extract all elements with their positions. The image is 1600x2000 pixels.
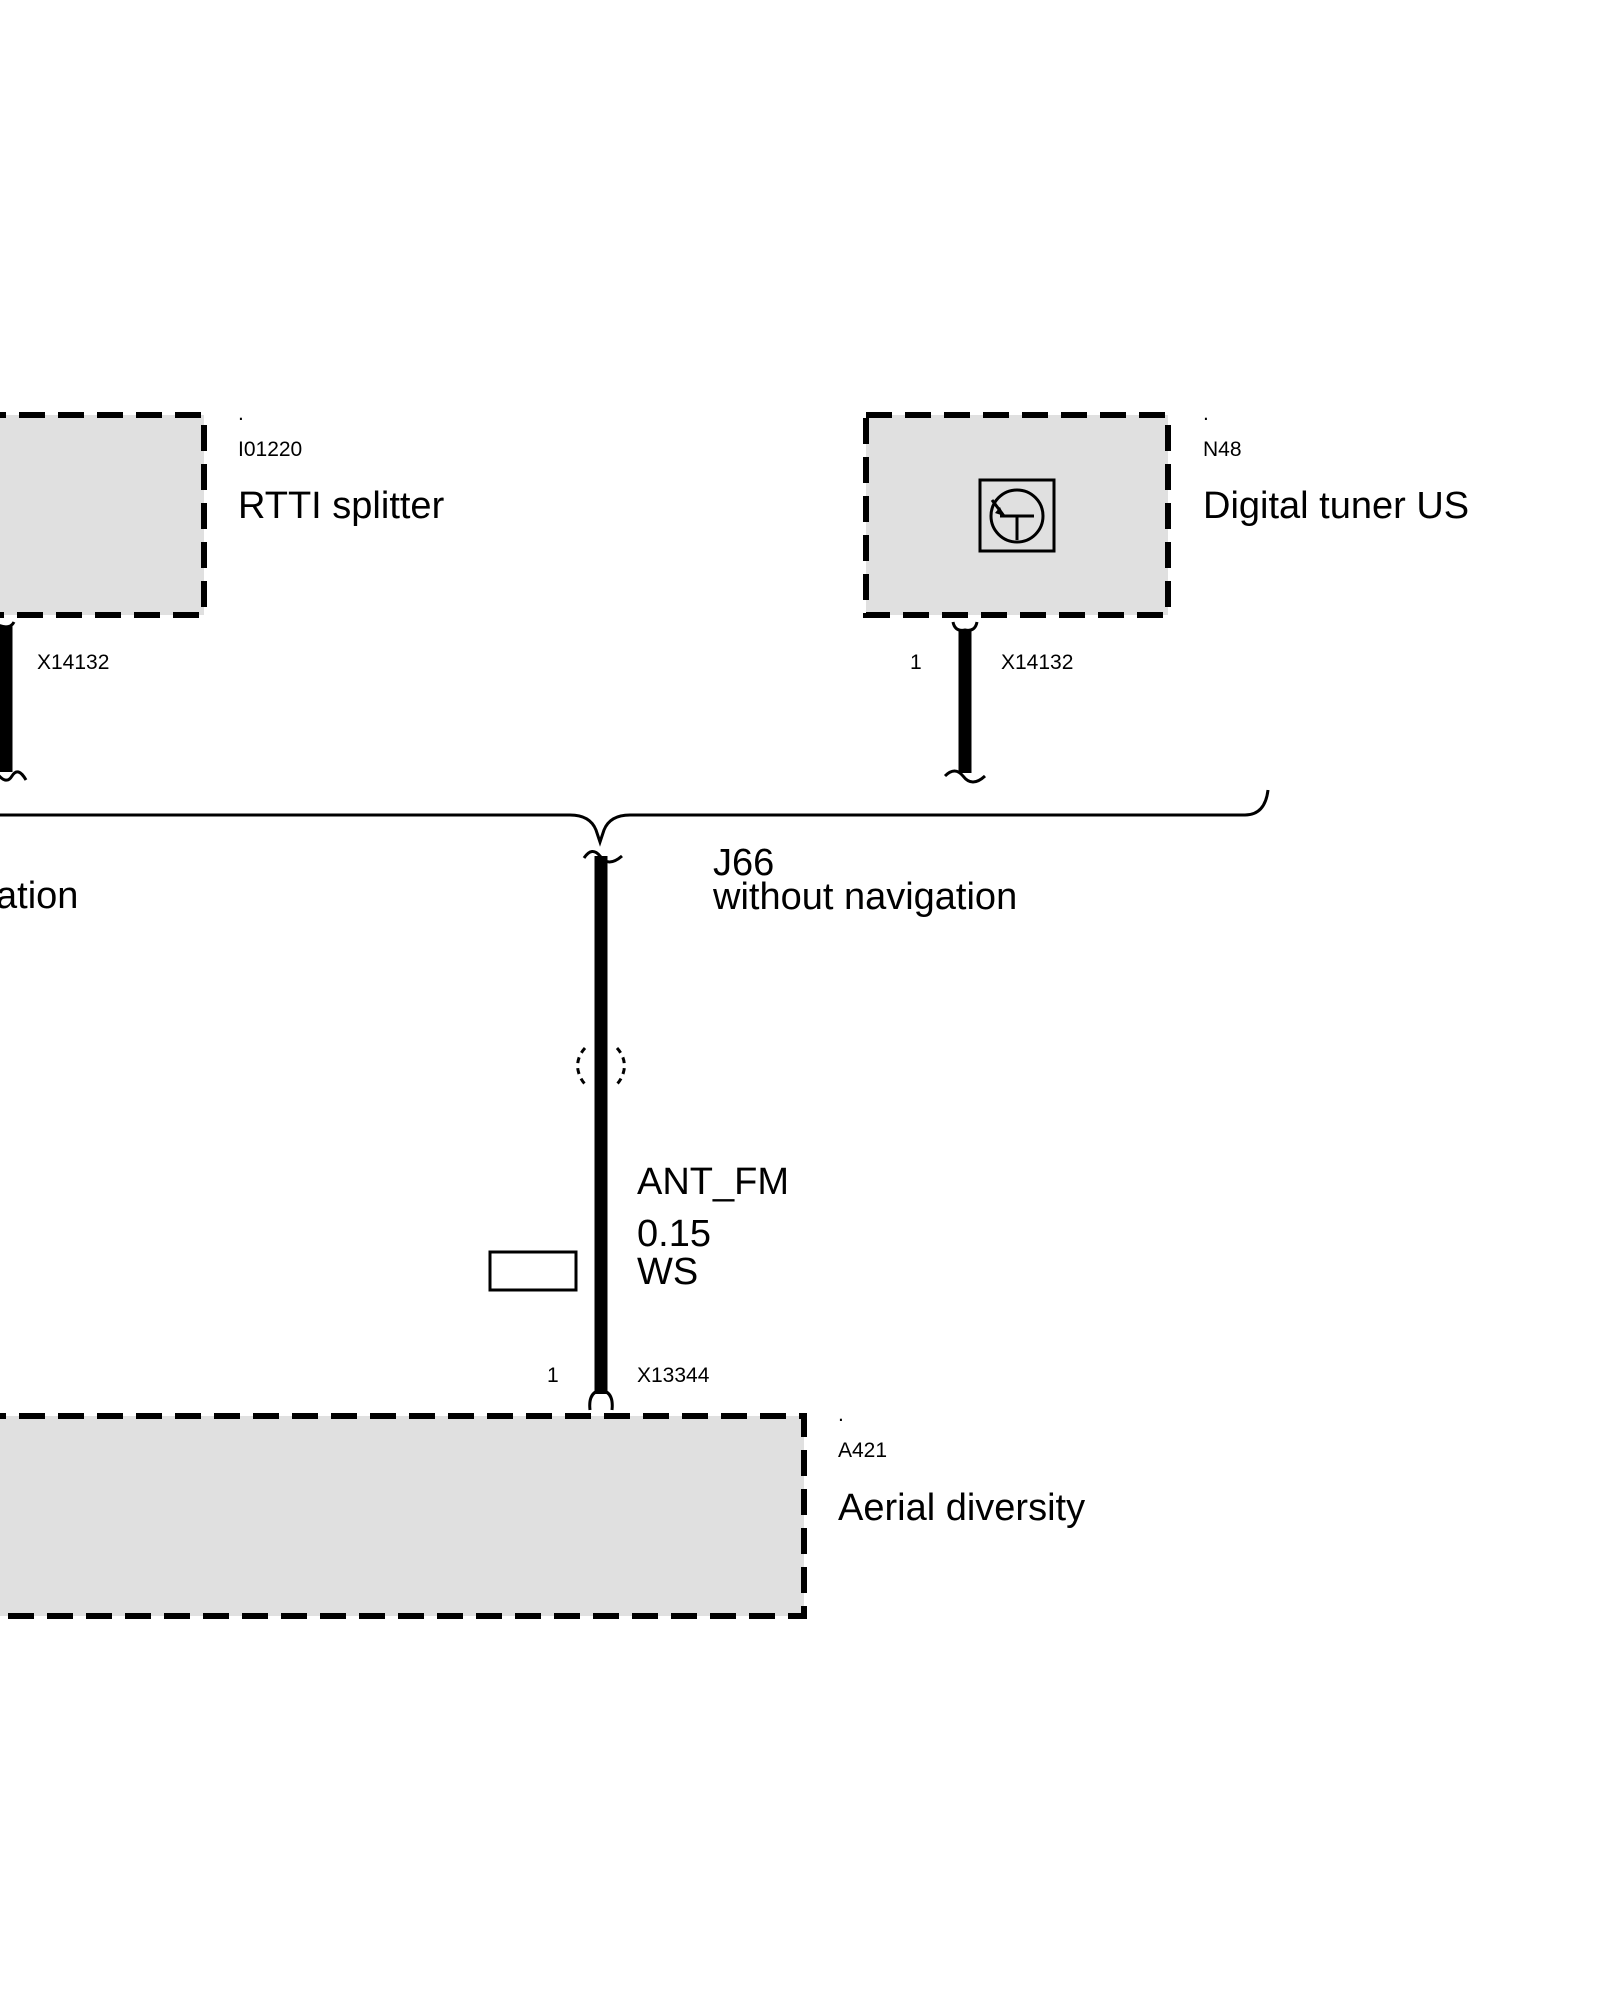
aerial-diversity-connector: X13344 <box>637 1364 710 1387</box>
aerial-diversity-name: Aerial diversity <box>838 1487 1085 1529</box>
wire-marker-rect <box>488 1250 578 1292</box>
digital-tuner-id: N48 <box>1203 438 1242 461</box>
aerial-diversity-pin: 1 <box>547 1364 559 1387</box>
variant-brace <box>0 789 1270 847</box>
tuner-wire-break <box>943 769 987 784</box>
variant-left-label: ation <box>0 875 78 917</box>
wire-gauge: 0.15 <box>637 1213 711 1255</box>
shield-icon <box>576 1046 626 1088</box>
digital-tuner-component[interactable]: . N48 Digital tuner US <box>863 402 1469 618</box>
rtti-splitter-name: RTTI splitter <box>238 485 445 527</box>
digital-tuner-name: Digital tuner US <box>1203 485 1469 527</box>
rtti-splitter-connector: X14132 <box>37 651 109 674</box>
aerial-diversity-component[interactable]: . A421 Aerial diversity <box>0 1403 1085 1619</box>
digital-tuner-dot: . <box>1203 402 1209 425</box>
wire-signal-name: ANT_FM <box>637 1161 789 1203</box>
rtti-splitter-id: I01220 <box>238 438 302 461</box>
aerial-connector-hook <box>588 1388 614 1411</box>
rtti-wire-break <box>0 770 28 782</box>
ant-fm-wire[interactable]: ANT_FM 0.15 WS 1 X13344 <box>488 850 789 1411</box>
rtti-splitter-component[interactable]: . I01220 RTTI splitter <box>0 402 445 618</box>
transistor-icon <box>978 478 1056 553</box>
rtti-splitter-dot: . <box>238 402 244 425</box>
aerial-diversity-dot: . <box>838 1403 844 1426</box>
variant-right-text: without navigation <box>712 876 1017 918</box>
digital-tuner-wire[interactable]: 1 X14132 <box>910 621 1073 784</box>
wire-color-code: WS <box>637 1251 698 1293</box>
rtti-splitter-wire[interactable]: X14132 <box>0 621 109 782</box>
rtti-splitter-box[interactable] <box>0 412 207 618</box>
tuner-connector-hook <box>951 621 979 632</box>
digital-tuner-connector: X14132 <box>1001 651 1073 674</box>
aerial-diversity-box[interactable] <box>0 1413 807 1619</box>
aerial-diversity-id: A421 <box>838 1439 887 1462</box>
digital-tuner-pin: 1 <box>910 651 922 674</box>
variant-right-code: J66 <box>713 842 774 884</box>
